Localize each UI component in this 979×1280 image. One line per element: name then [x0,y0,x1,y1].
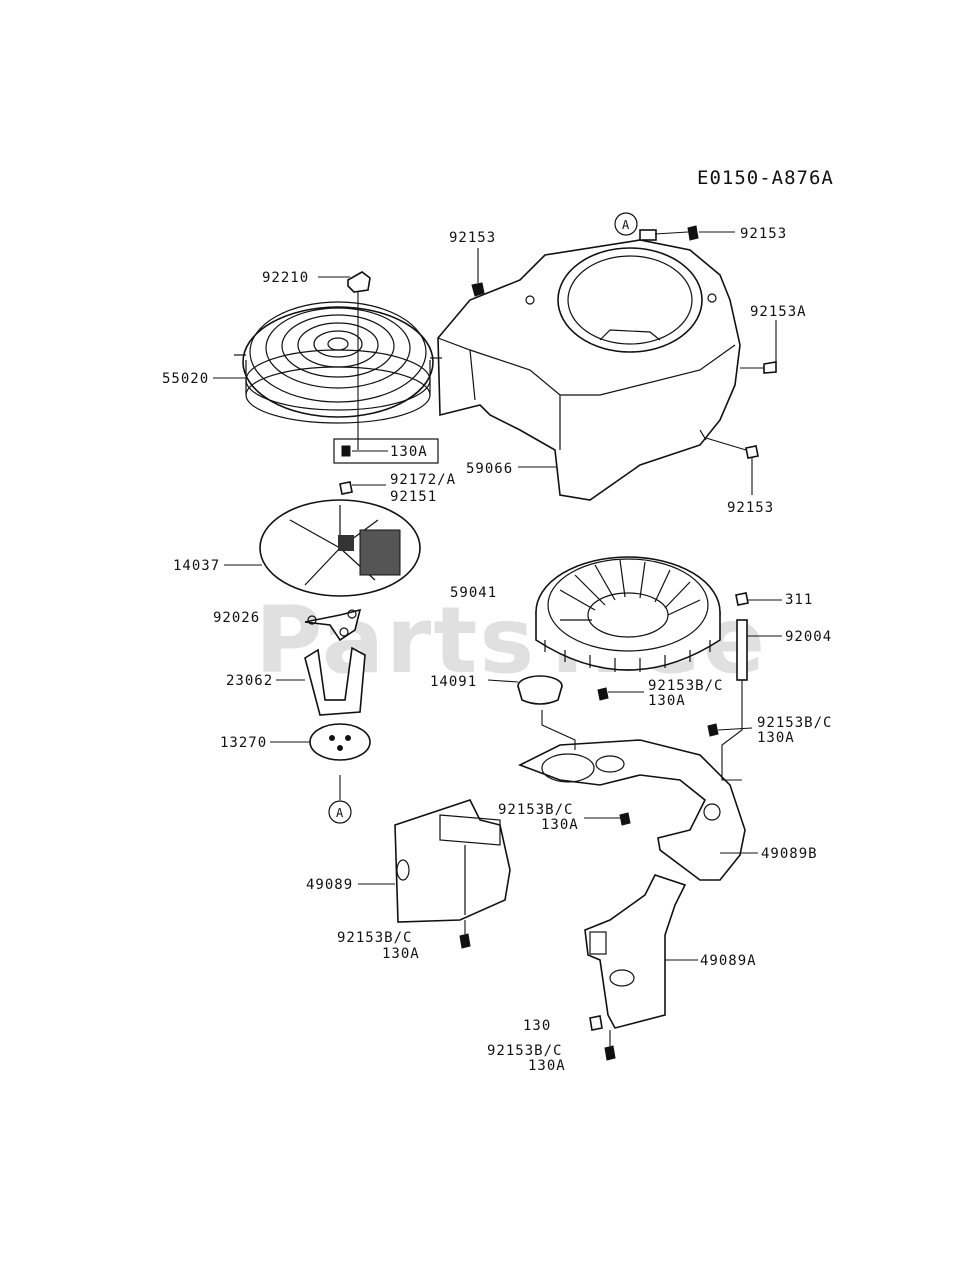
label-130A-4: 130A [382,946,420,962]
label-130A-5: 130A [528,1058,566,1074]
label-92153-a: 92153 [449,230,496,246]
baffle-49089[interactable] [358,799,511,923]
label-130A-3: 130A [541,817,579,833]
label-23062: 23062 [226,673,273,689]
bolt-92153-top[interactable] [654,225,735,241]
baffle-49089B[interactable] [518,739,758,881]
label-92153-c: 92153 [727,500,774,516]
label-14091: 14091 [430,674,477,690]
nut-92172[interactable] [339,481,386,495]
label-59066: 59066 [466,461,513,477]
nut-311[interactable] [735,592,782,606]
label-92004: 92004 [785,629,832,645]
bolt-92153BC-lower-left[interactable] [459,920,471,949]
bolt-92153-lower-right[interactable] [705,437,759,495]
svg-text:A: A [622,218,630,232]
baffle-49089A[interactable] [584,874,698,1029]
bolt-92153BC-mid[interactable] [597,687,644,701]
bolt-92153A-right[interactable] [740,320,777,374]
label-92153BC-5: 92153B/C [487,1043,562,1059]
bolt-92153-left[interactable] [471,248,485,297]
fan-plate[interactable] [259,499,421,597]
rotating-screen[interactable] [234,301,442,424]
label-92153BC-2: 92153B/C [757,715,832,731]
svg-text:A: A [336,806,344,820]
washer-92026[interactable] [304,608,362,642]
label-92172: 92172/A [390,472,456,488]
stud-92004[interactable] [736,619,782,705]
label-92153BC-1: 92153B/C [648,678,723,694]
flywheel-fan[interactable] [535,556,721,672]
leader-breaks [541,705,743,781]
label-92153A: 92153A [750,304,807,320]
ref-marker-a-top: A [614,212,638,236]
bolt-92153BC-center[interactable] [584,812,631,826]
label-130A-box: 130A [390,444,428,460]
label-92026: 92026 [213,610,260,626]
screen-cap-92210[interactable] [318,271,371,450]
label-130A-1: 130A [648,693,686,709]
label-92153BC-3: 92153B/C [498,802,573,818]
blower-housing[interactable] [437,229,741,501]
label-59041: 59041 [450,585,497,601]
label-55020: 55020 [162,371,209,387]
label-49089B: 49089B [761,846,818,862]
label-92151: 92151 [390,489,437,505]
label-49089A: 49089A [700,953,757,969]
label-14037: 14037 [173,558,220,574]
bolt-92153BC-bottom[interactable] [604,1030,616,1061]
plate-13270[interactable] [309,723,371,761]
collar-14091[interactable] [487,675,563,705]
diagram-code: E0150-A876A [697,167,834,189]
nut-130[interactable] [589,1015,603,1031]
label-92210: 92210 [262,270,309,286]
bolt-92153BC-right[interactable] [707,723,753,737]
label-311: 311 [785,592,813,608]
label-130A-2: 130A [757,730,795,746]
ref-marker-a-bottom: A [328,775,352,824]
label-92153BC-4: 92153B/C [337,930,412,946]
boxed-part-130A[interactable] [333,438,439,464]
label-130: 130 [523,1018,551,1034]
bracket-23062[interactable] [304,646,366,716]
label-13270: 13270 [220,735,267,751]
label-92153-b: 92153 [740,226,787,242]
label-49089: 49089 [306,877,353,893]
